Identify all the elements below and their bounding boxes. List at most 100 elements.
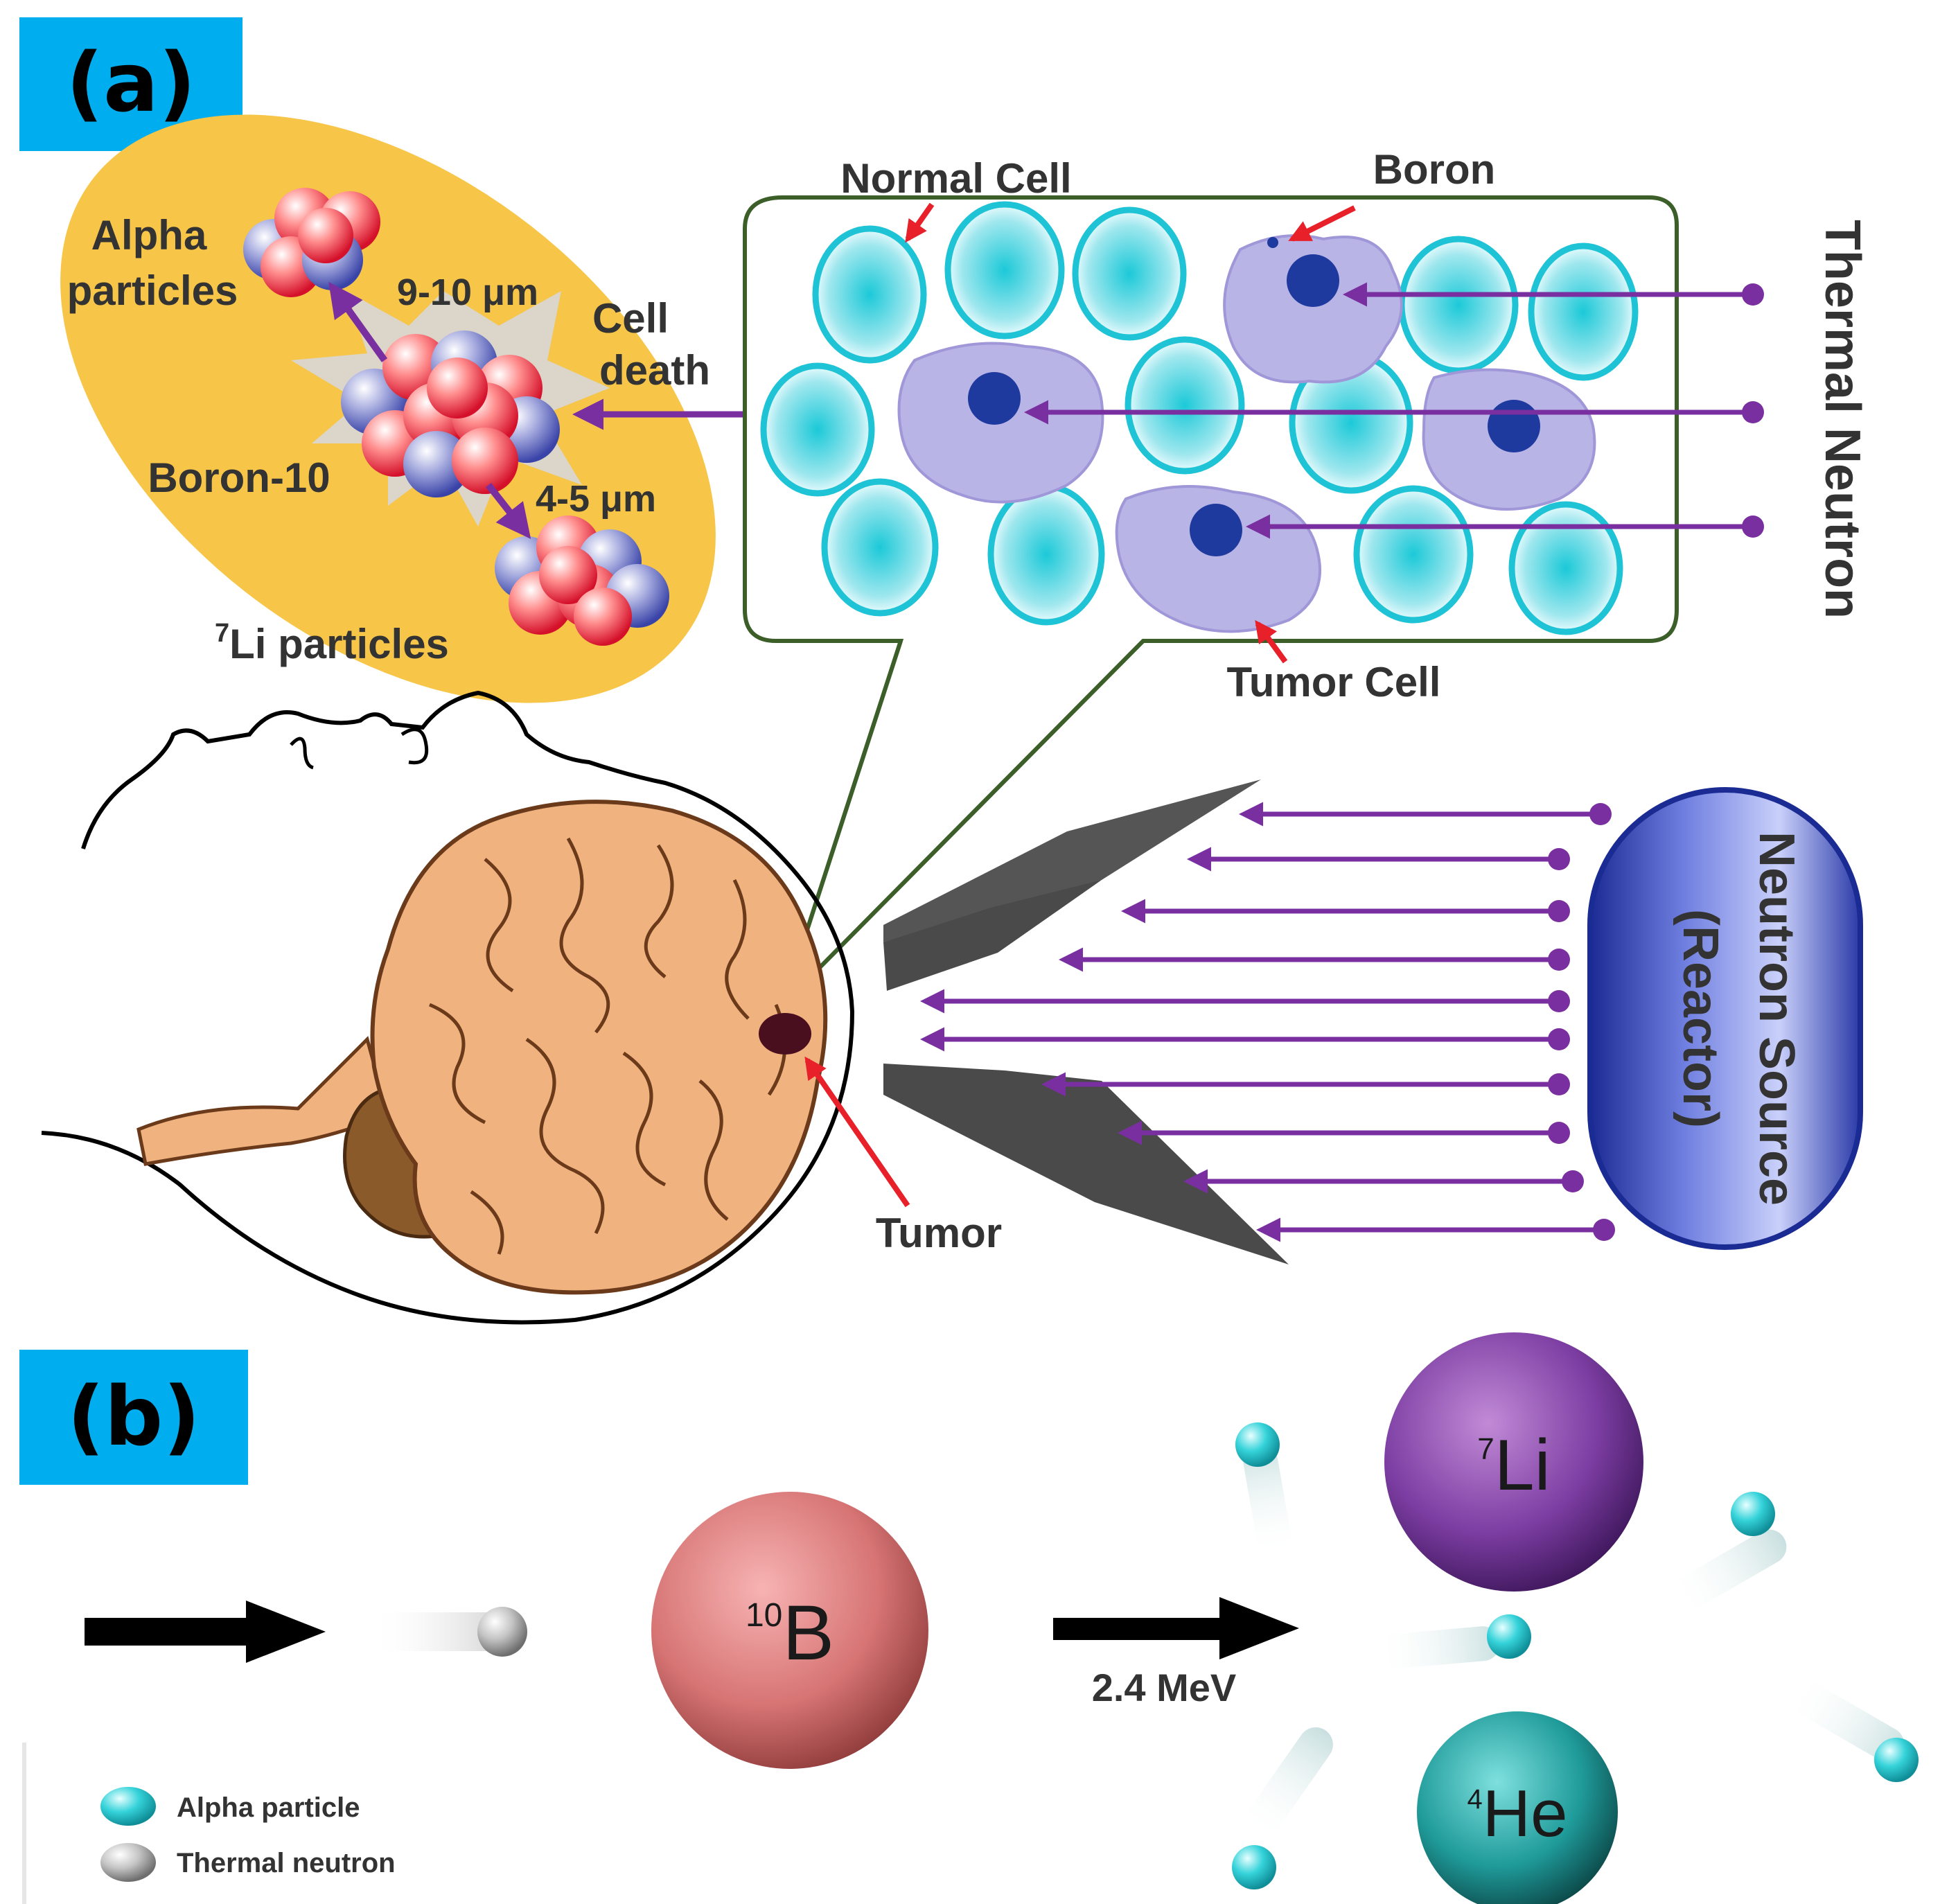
thermal-neutron-beams	[1024, 282, 1764, 539]
legend-neutron-label: Thermal neutron	[177, 1848, 396, 1878]
tumor-cell	[1422, 368, 1596, 511]
he4-symbol: He	[1483, 1777, 1568, 1851]
tumor-nucleus	[1287, 254, 1339, 307]
boron-10-label: Boron-10	[148, 455, 330, 501]
neutron-source-label: Neutron Source	[1749, 831, 1804, 1206]
alpha-distance-label: 9-10 μm	[397, 272, 538, 313]
tumor-nucleus	[968, 372, 1021, 425]
lithium-7-cluster	[495, 515, 669, 646]
normal-cell	[812, 225, 927, 364]
he4-superscript: 4	[1467, 1784, 1483, 1815]
alpha-track-arrow	[328, 281, 388, 362]
energy-label: 2.4 MeV	[1092, 1666, 1237, 1709]
collimator-lower	[883, 1064, 1289, 1264]
source-beam-origin	[1548, 949, 1570, 971]
tumor-pointer	[804, 1056, 910, 1208]
neutron-beam-origin	[1742, 515, 1764, 538]
panel-b-tag: (b)	[67, 1368, 200, 1464]
alpha-label-2: particles	[67, 267, 238, 314]
b10-symbol: B	[782, 1589, 834, 1676]
li7-label: 7Li	[1477, 1425, 1550, 1506]
li-superscript: 7	[215, 619, 229, 648]
source-beam-origin	[1548, 1122, 1570, 1144]
alpha-particle-cluster	[243, 188, 380, 297]
tumor-cell-label: Tumor Cell	[1227, 659, 1441, 705]
thermal-neutron-label: Thermal Neutron	[1815, 220, 1870, 619]
boron-label: Boron	[1373, 146, 1496, 193]
collimator	[883, 779, 1289, 1264]
brain	[370, 800, 828, 1295]
incoming-arrow	[85, 1601, 326, 1663]
b10-superscript: 10	[746, 1597, 782, 1634]
legend-alpha-swatch	[100, 1787, 156, 1826]
collimator-upper	[883, 779, 1261, 942]
source-beam-origin	[1548, 900, 1570, 922]
he4-label: 4He	[1467, 1777, 1568, 1851]
source-beam-origin	[1562, 1170, 1584, 1192]
li-track-arrow	[486, 482, 531, 539]
lip	[400, 728, 429, 765]
panel-a: (a)	[19, 17, 1870, 1325]
li7-symbol: Li	[1494, 1425, 1551, 1506]
neutron-beam-origin	[1742, 401, 1764, 423]
tumor-nucleus	[1190, 504, 1242, 556]
boron-10-nucleus	[341, 330, 560, 497]
nose	[290, 737, 314, 770]
normal-cell	[1125, 336, 1245, 475]
neutron-trail	[371, 1612, 506, 1651]
boron-dot	[1267, 237, 1278, 248]
cell-callout	[743, 195, 1764, 1007]
legend-neutron-swatch	[100, 1843, 156, 1882]
source-beams	[920, 802, 1615, 1242]
source-beam-origin	[1589, 803, 1612, 825]
alpha-emission	[1243, 1444, 1291, 1554]
alpha-particle	[1487, 1614, 1531, 1659]
source-beam-origin	[1548, 1028, 1570, 1050]
alpha-emissions	[1232, 1422, 1919, 1889]
neutron-beam-origin	[1742, 283, 1764, 306]
brain-folds	[429, 837, 787, 1255]
cell-death-label-1: Cell	[592, 295, 669, 342]
li-particles-label: 7Li particles	[215, 619, 449, 667]
normal-cell-label: Normal Cell	[840, 155, 1071, 202]
b10-sphere	[651, 1492, 928, 1769]
normal-cell	[760, 362, 875, 497]
source-beam-origin	[1548, 1073, 1570, 1095]
boron-pointer	[1288, 205, 1356, 242]
source-beam-origin	[1548, 848, 1570, 870]
reaction-arrow	[1053, 1597, 1299, 1659]
normal-cell	[1528, 243, 1639, 381]
normal-cell	[944, 201, 1065, 340]
normal-cell	[1508, 501, 1623, 635]
callout-pointer-right	[781, 639, 1145, 1007]
tumor-mass	[759, 1013, 811, 1055]
normal-cell	[1353, 485, 1474, 624]
head-profile	[41, 690, 855, 1325]
panel-a-tag: (a)	[66, 35, 196, 130]
normal-cell-pointer	[905, 202, 935, 243]
collimator-upper-face	[883, 880, 1102, 991]
normal-cell	[1072, 206, 1187, 341]
alpha-particle	[1874, 1738, 1919, 1782]
panel-b: (b) 10B 2.4 MeV 7Li 4He	[19, 1332, 1919, 1904]
thermal-neutron-particle	[477, 1607, 527, 1657]
he4-sphere	[1417, 1711, 1618, 1904]
source-beam-origin	[1548, 990, 1570, 1012]
patient-head	[41, 690, 910, 1325]
alpha-label-1: Alpha	[91, 212, 207, 258]
source-beam-origin	[1593, 1219, 1615, 1241]
alpha-particle	[1235, 1422, 1280, 1467]
alpha-particle	[1731, 1492, 1775, 1536]
legend: Alpha particle Thermal neutron	[22, 1743, 396, 1904]
cell-death-label-2: death	[599, 347, 710, 394]
panel-b-tag-box	[19, 1350, 248, 1485]
tumor-label: Tumor	[876, 1210, 1002, 1256]
li-particles-text: Li particles	[229, 621, 449, 667]
b10-label: 10B	[746, 1589, 834, 1676]
neutron-source	[1587, 787, 1863, 1250]
alpha-particle	[1232, 1845, 1276, 1889]
tumor-cell-pointer	[1255, 619, 1288, 664]
tumor-nucleus	[1488, 400, 1540, 452]
normal-cells	[760, 201, 1639, 635]
reactor-label: (Reactor)	[1673, 909, 1728, 1128]
